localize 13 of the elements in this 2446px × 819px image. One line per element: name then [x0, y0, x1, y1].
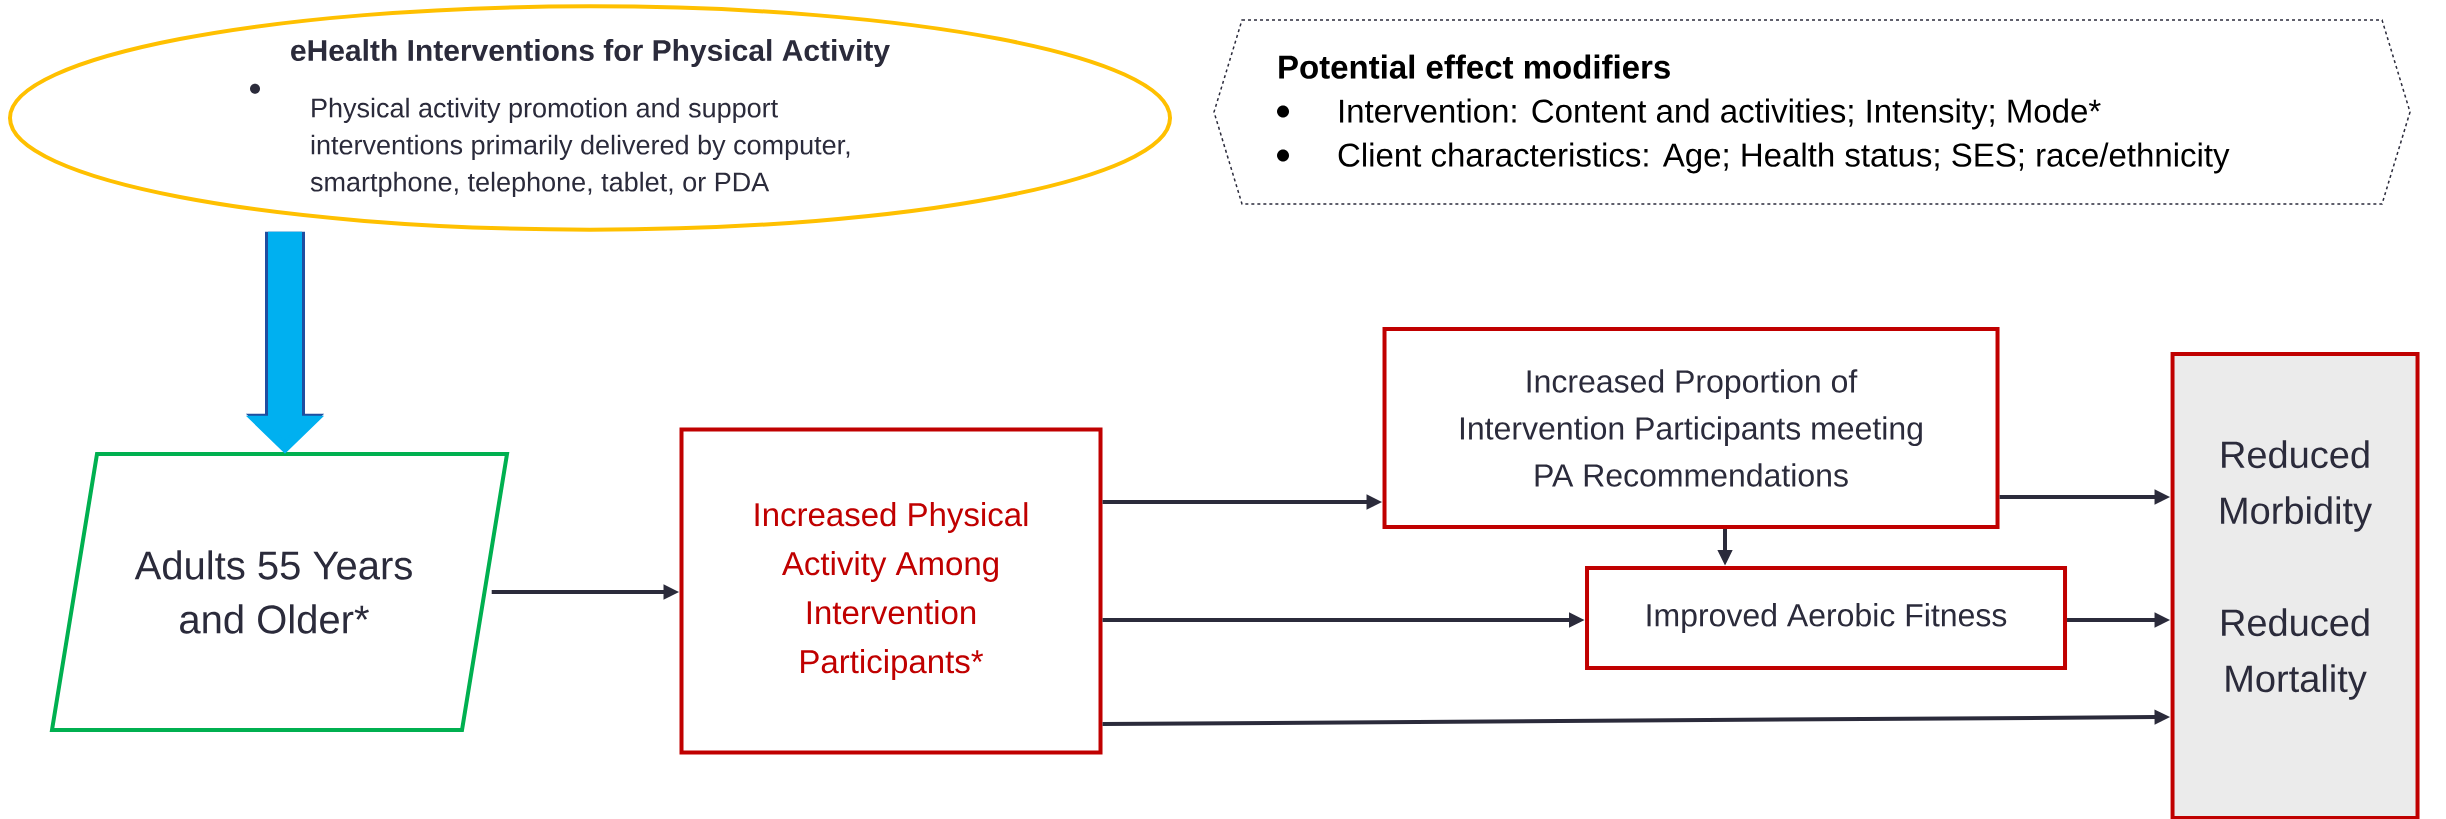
- bullet-item: Client characteristics: Age; Health status; SES; race/ethnicity: [1338, 142, 2230, 174]
- bullet-item: Physical activity promotion and support interventions primarily delivered by computer, smartphone, telephone, tablet, or PDA: [310, 97, 850, 197]
- outcome-box: [2170, 352, 2420, 819]
- bullet-item: Intervention: Content and activities; Intensity; Mode*: [1340, 98, 2101, 130]
- ellipse-node: [8, 4, 1172, 232]
- outcome-box: Improved Aerobic Fitness: [1585, 566, 2068, 670]
- outcome-box: Increased Proportion of Intervention Participants meeting PA Recommendations: [1382, 327, 2000, 529]
- heading: Potential effect modifiers: [1279, 54, 1670, 79]
- outcome-label: Reduced Mortality: [2222, 608, 2369, 700]
- hexagon-callout: [1213, 19, 2411, 205]
- heading: eHealth Interventions for Physical Activity: [291, 39, 890, 67]
- outcome-box: Increased Physical Activity Among Intervention Participants*: [679, 427, 1103, 755]
- outcome-label: Reduced Morbidity: [2221, 440, 2372, 532]
